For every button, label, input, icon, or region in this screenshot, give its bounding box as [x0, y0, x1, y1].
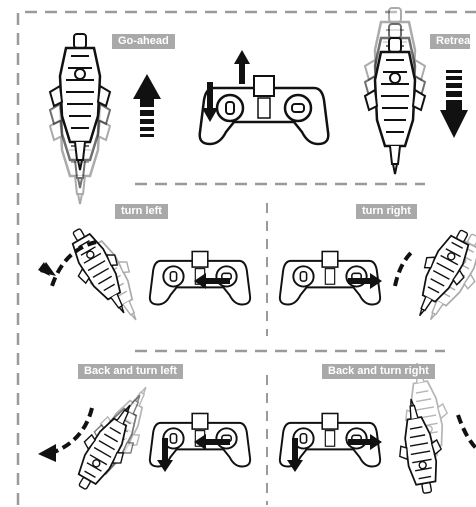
arrowhead — [38, 444, 56, 462]
curved-arrow-right-icon — [395, 250, 414, 286]
back-turn-right-dinosaur-icon — [390, 359, 454, 496]
turn-left-controller-icon — [150, 251, 250, 304]
label-back-turn-right: Back and turn right — [322, 364, 435, 379]
retreat-dinosaur-icon — [365, 8, 425, 174]
label-go-ahead: Go-ahead — [112, 34, 175, 49]
curved-arrow-back-right-icon — [458, 415, 476, 448]
backward-arrow-icon — [440, 70, 468, 138]
back-turn-left-controller-icon — [150, 413, 250, 472]
go-ahead-dinosaur-icon — [50, 34, 110, 204]
label-retreat: Retrea — [430, 34, 470, 49]
label-turn-left: turn left — [115, 204, 168, 219]
label-back-turn-left: Back and turn left — [78, 364, 183, 379]
turn-right-controller-icon — [280, 251, 382, 304]
back-turn-right-controller-icon — [280, 413, 382, 472]
back-turn-left-dinosaur-icon — [64, 377, 164, 498]
turn-left-dinosaur-icon — [58, 220, 154, 330]
forward-arrow-icon — [133, 74, 161, 137]
arrowhead — [40, 262, 56, 276]
remote-controller-icon — [200, 50, 329, 144]
turn-right-dinosaur-icon — [401, 222, 476, 330]
label-turn-right: turn right — [356, 204, 417, 219]
